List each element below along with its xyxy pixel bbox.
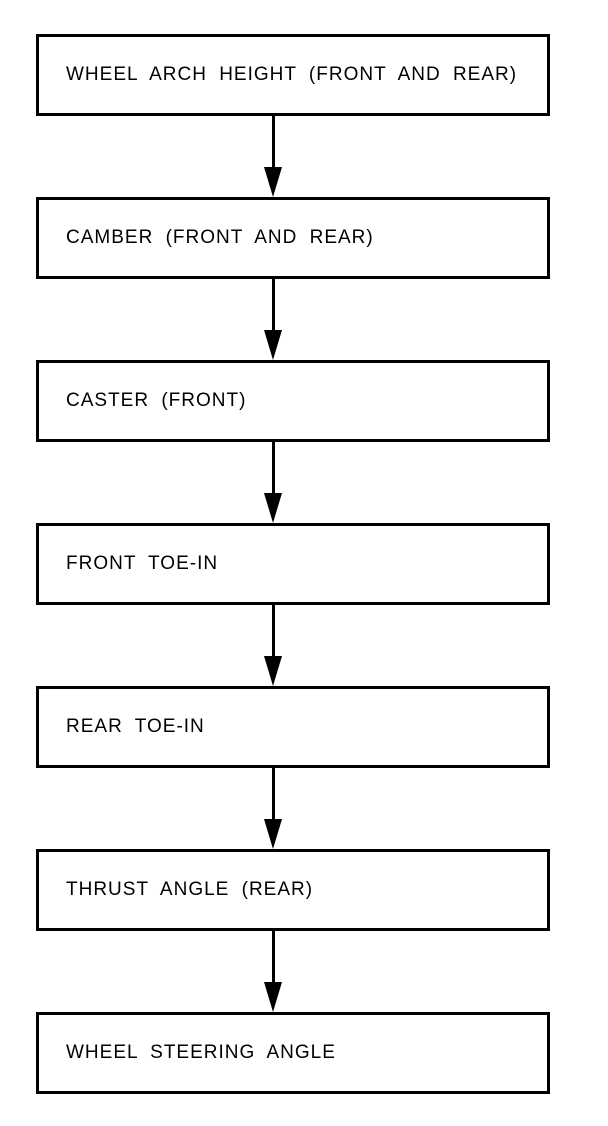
flow-step-label: WHEEL STEERING ANGLE (66, 1042, 336, 1063)
down-arrow-head-icon (264, 982, 282, 1012)
down-arrow-stem (272, 442, 275, 494)
down-arrow-stem (272, 768, 275, 820)
down-arrow-stem (272, 116, 275, 168)
flow-step-label: FRONT TOE-IN (66, 553, 219, 574)
flow-step-label: CAMBER (FRONT AND REAR) (66, 227, 374, 248)
flow-step-label: WHEEL ARCH HEIGHT (FRONT AND REAR) (66, 64, 518, 85)
down-arrow (36, 116, 550, 197)
flow-step-label: CASTER (FRONT) (66, 390, 247, 411)
flow-step-wheel-arch-height: WHEEL ARCH HEIGHT (FRONT AND REAR) (36, 34, 550, 116)
down-arrow-stem (272, 605, 275, 657)
flow-step-label: THRUST ANGLE (REAR) (66, 879, 314, 900)
down-arrow-head-icon (264, 167, 282, 197)
flow-step-label: REAR TOE-IN (66, 716, 205, 737)
down-arrow-head-icon (264, 656, 282, 686)
down-arrow-stem (272, 931, 275, 983)
down-arrow-head-icon (264, 493, 282, 523)
down-arrow-stem (272, 279, 275, 331)
flow-step-rear-toe-in: REAR TOE-IN (36, 686, 550, 768)
down-arrow-head-icon (264, 330, 282, 360)
down-arrow-head-icon (264, 819, 282, 849)
down-arrow (36, 768, 550, 849)
flowchart-column: WHEEL ARCH HEIGHT (FRONT AND REAR) CAMBE… (36, 34, 550, 1094)
flow-step-thrust-angle: THRUST ANGLE (REAR) (36, 849, 550, 931)
flow-step-front-toe-in: FRONT TOE-IN (36, 523, 550, 605)
down-arrow (36, 605, 550, 686)
flow-step-caster: CASTER (FRONT) (36, 360, 550, 442)
flow-step-camber: CAMBER (FRONT AND REAR) (36, 197, 550, 279)
down-arrow (36, 931, 550, 1012)
down-arrow (36, 442, 550, 523)
flow-step-wheel-steering-angle: WHEEL STEERING ANGLE (36, 1012, 550, 1094)
down-arrow (36, 279, 550, 360)
